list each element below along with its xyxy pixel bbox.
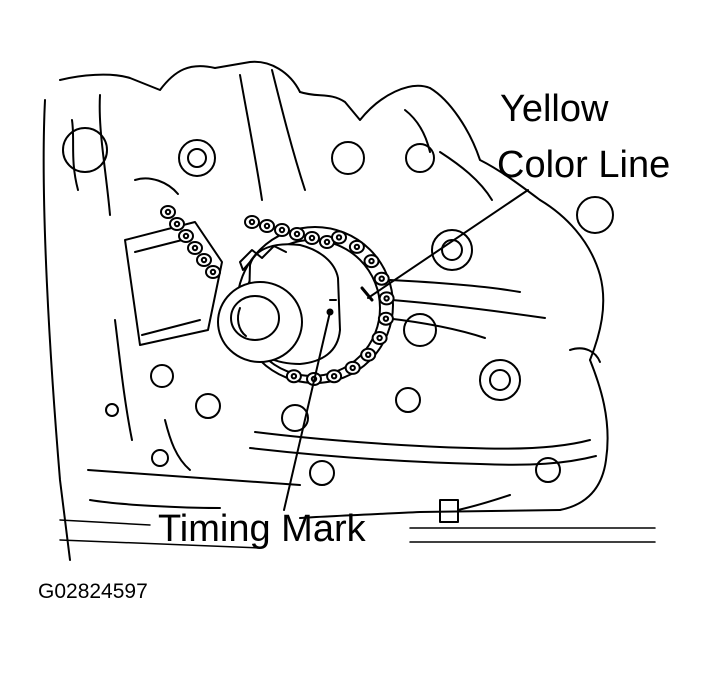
chain-link [348, 239, 365, 254]
yellow-color-line-label-1: Yellow [500, 88, 609, 130]
chain-link-pin [164, 208, 172, 216]
yellow-color-line-marker [360, 286, 374, 302]
chain-link-pin [173, 220, 181, 228]
chain-link-pin [200, 256, 208, 264]
chain-link-pin [308, 234, 316, 242]
chain-link [285, 369, 302, 384]
chain-link [160, 205, 176, 219]
chain-link [259, 219, 275, 233]
chain-link [377, 311, 394, 326]
chain-link [169, 217, 185, 231]
chain-link-pin [383, 295, 390, 302]
timing-mark-label: Timing Mark [158, 508, 366, 550]
chain-tensioner [124, 221, 223, 346]
chain-link-pin [290, 373, 298, 380]
chain-link [178, 229, 194, 243]
yellow-color-line-leader [367, 189, 529, 299]
chain-link-pin [376, 334, 383, 342]
chain-link [205, 265, 221, 279]
chain-link-pin [378, 275, 385, 282]
chain-link-pin [353, 243, 361, 251]
chain-link [326, 369, 343, 384]
chain-link [187, 241, 203, 255]
chain-link [371, 331, 388, 345]
yellow-color-line-label-2: Color Line [497, 144, 671, 186]
chain-link-pin [330, 373, 338, 380]
chain-link-pin [365, 351, 372, 358]
chain-link-pin [368, 257, 375, 265]
chain-link [331, 230, 347, 245]
chain-link [289, 227, 305, 241]
figure-code: G02824597 [38, 580, 148, 603]
chain-link-pin [263, 222, 271, 230]
chain-link-pin [335, 234, 343, 241]
chain-link [304, 231, 320, 245]
chain-link-pin [191, 244, 199, 252]
chain-link [360, 347, 377, 362]
chain-link [196, 253, 212, 267]
timing-chain [160, 205, 395, 386]
chain-link-pin [209, 268, 217, 276]
chain-link-pin [278, 226, 286, 234]
chain-link [363, 254, 380, 269]
chain-link [244, 215, 260, 229]
chain-link-pin [248, 218, 256, 226]
timing-mark-leader [283, 311, 331, 511]
chain-link [274, 223, 290, 237]
chain-link-pin [293, 230, 301, 238]
chain-link [373, 271, 390, 286]
chain-link-pin [382, 315, 390, 322]
chain-link [344, 360, 361, 375]
chain-link-pin [349, 364, 356, 372]
chain-link [378, 291, 395, 306]
camshaft-hub [217, 243, 342, 366]
chain-link-pin [182, 232, 190, 240]
bolt-bosses [62, 127, 614, 486]
chain-link-pin [323, 238, 331, 246]
